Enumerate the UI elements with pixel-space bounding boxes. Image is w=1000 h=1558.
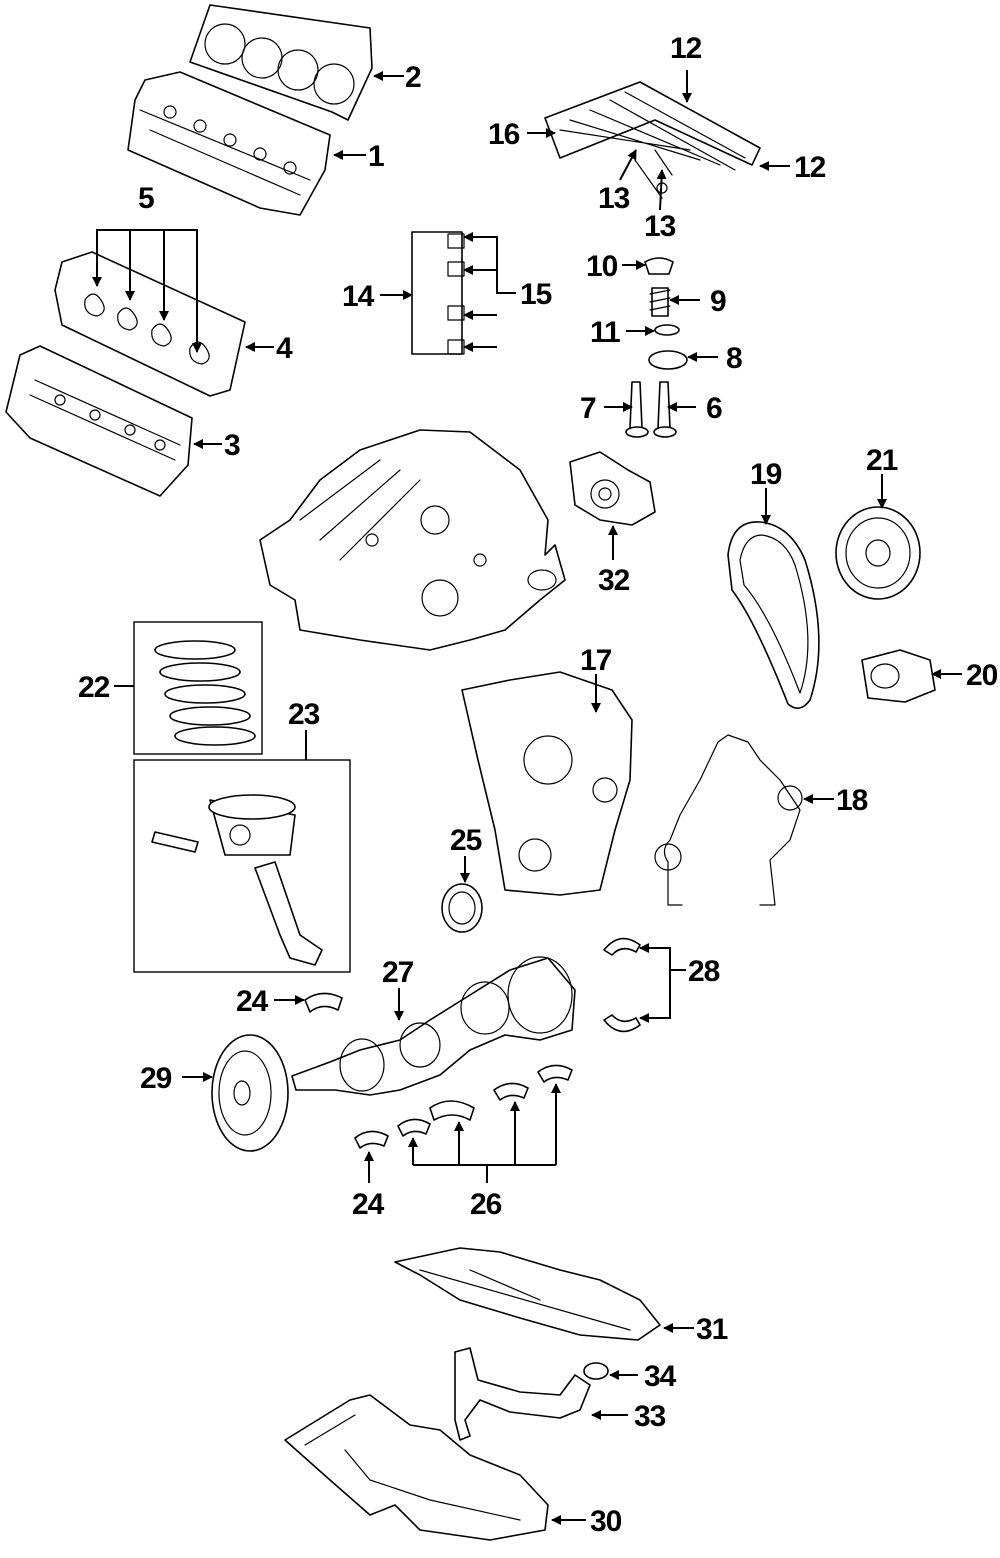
front-crank-seal	[441, 883, 483, 933]
callout-18: 18	[836, 784, 868, 817]
callout-6: 6	[706, 392, 722, 425]
callout-4: 4	[276, 332, 293, 365]
piston-rod-frame	[133, 759, 351, 973]
callout-12-top: 12	[670, 32, 702, 65]
callout-1: 1	[368, 140, 384, 173]
thrust-washers	[603, 937, 641, 1033]
oil-pickup-tube	[454, 1347, 591, 1441]
bearings	[304, 992, 573, 1149]
valve-cover	[5, 345, 193, 497]
piston-rings-frame	[133, 621, 263, 755]
callout-23: 23	[288, 698, 320, 731]
callout-21: 21	[866, 444, 898, 477]
piston-and-rod	[151, 794, 323, 966]
callout-11: 11	[590, 316, 620, 349]
callout-19: 19	[750, 458, 782, 491]
callout-25: 25	[450, 824, 482, 857]
oil-pan	[284, 1394, 549, 1541]
timing-cover	[461, 671, 633, 896]
harmonic-balancer	[211, 1034, 289, 1152]
callout-26: 26	[470, 1188, 502, 1221]
callout-31: 31	[696, 1313, 728, 1346]
callout-13-left: 13	[598, 182, 630, 215]
callout-22: 22	[78, 671, 110, 704]
callout-24-bottom: 24	[352, 1188, 385, 1221]
callout-32: 32	[598, 564, 630, 597]
callout-24-top: 24	[236, 985, 269, 1018]
callout-5: 5	[138, 182, 154, 215]
crankshaft	[291, 956, 576, 1096]
callout-17: 17	[580, 644, 612, 677]
cam-sprocket	[835, 506, 921, 600]
oil-pump	[569, 451, 656, 526]
piston-rings	[154, 640, 256, 746]
callout-3: 3	[224, 429, 240, 462]
callout-20: 20	[966, 659, 998, 692]
valve-train-parts	[625, 257, 688, 438]
callout-labels: 1 2 3 4 5 6 7 8 9 10 11 12 12 13 13 14 1…	[78, 32, 999, 1538]
callout-8: 8	[726, 342, 742, 375]
timing-cover-gasket	[654, 734, 803, 906]
callout-27: 27	[382, 956, 414, 989]
callout-16: 16	[488, 118, 520, 151]
callout-33: 33	[634, 1400, 666, 1433]
callout-34: 34	[644, 1360, 677, 1393]
callout-15: 15	[520, 278, 552, 311]
callout-14: 14	[342, 280, 375, 313]
callout-13-right: 13	[644, 210, 676, 243]
callout-2: 2	[405, 61, 421, 94]
crank-sprocket	[861, 649, 936, 703]
lifter-guide	[411, 231, 465, 355]
callout-10: 10	[586, 250, 618, 283]
rocker-pushrod-assembly	[544, 81, 761, 199]
callout-7: 7	[580, 392, 596, 425]
timing-chain	[727, 521, 820, 709]
pickup-o-ring	[583, 1362, 609, 1380]
callout-12-right: 12	[794, 151, 826, 184]
engine-block	[259, 429, 566, 651]
callout-28: 28	[688, 955, 720, 988]
head-gasket	[189, 4, 373, 121]
cylinder-head	[127, 71, 331, 216]
valve-cover-gasket	[54, 251, 246, 397]
callout-30: 30	[590, 1505, 622, 1538]
callout-leaders	[92, 70, 962, 1525]
callout-29: 29	[140, 1062, 172, 1095]
windage-tray	[394, 1247, 661, 1341]
callout-9: 9	[710, 285, 726, 318]
